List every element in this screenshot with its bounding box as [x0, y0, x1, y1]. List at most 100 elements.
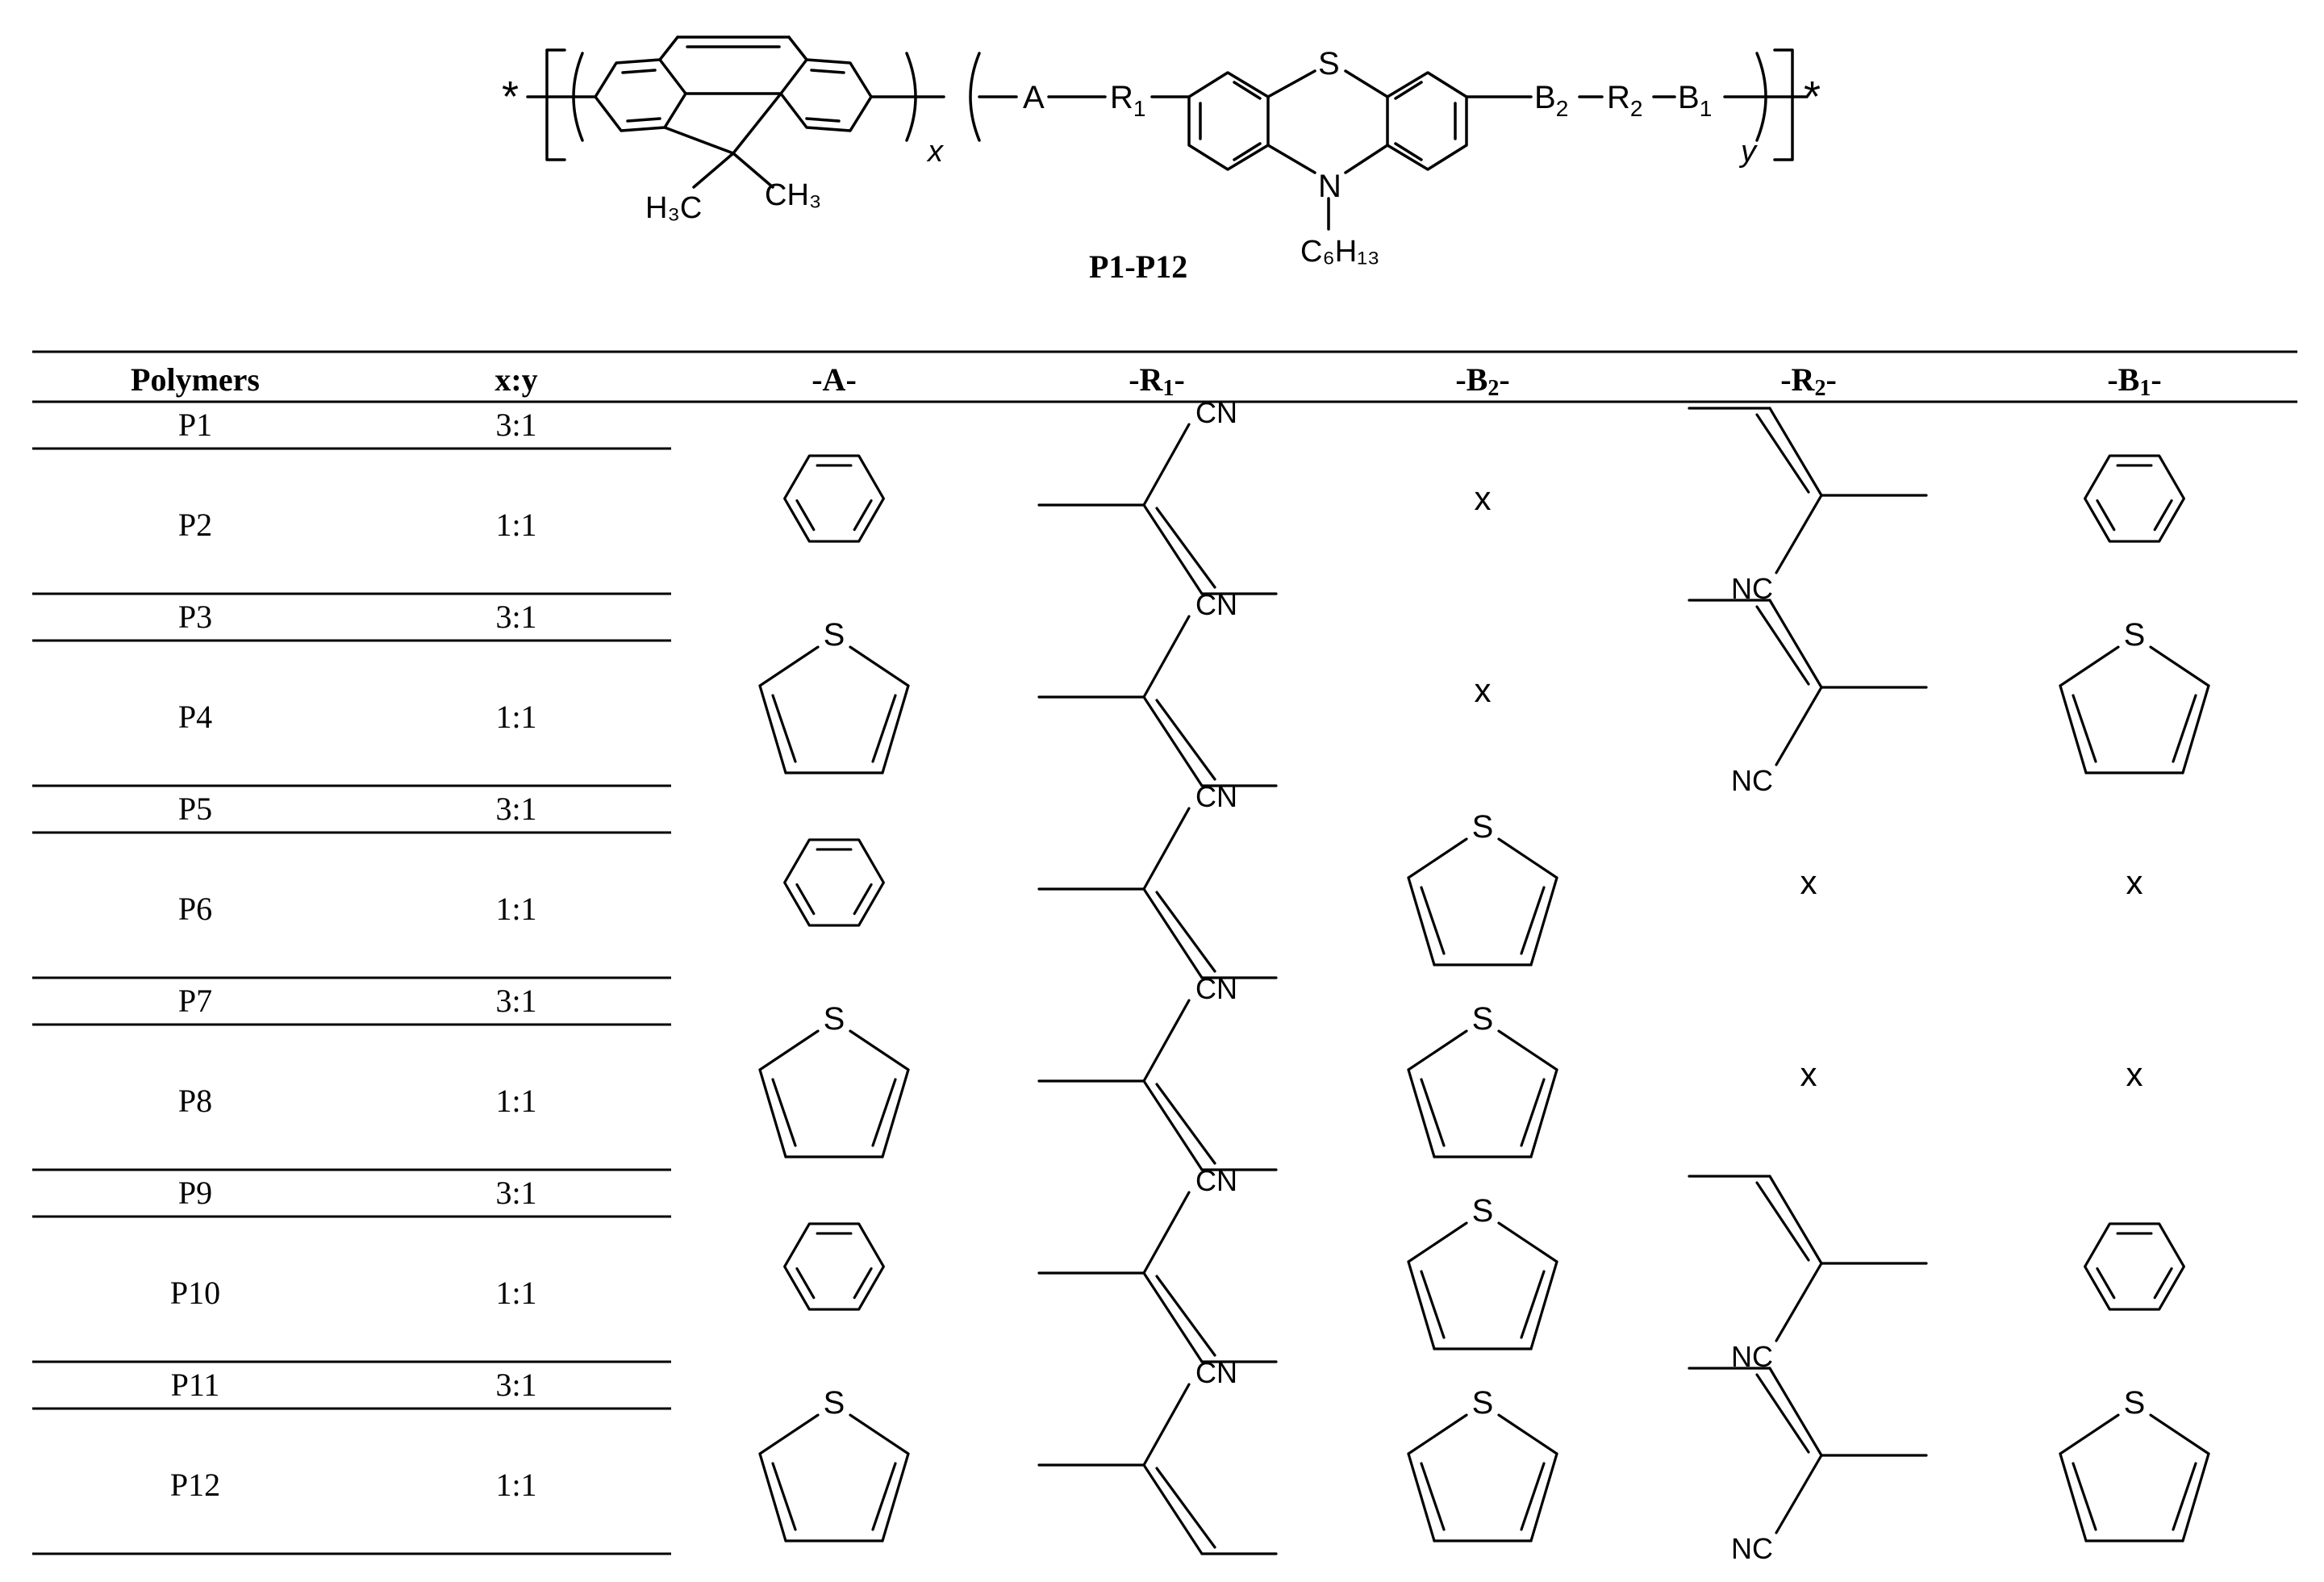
group-3-B2-thiophene-icon: S — [1407, 809, 1558, 966]
header-ratio: x:y — [494, 361, 537, 398]
group-2-R1-cyanovinylene-icon: CN — [1037, 588, 1278, 787]
ratio-P12: 1:1 — [495, 1467, 536, 1503]
label-S-phenothiazine: S — [1318, 46, 1340, 81]
group-4-R1-cyanovinylene-icon-CN-label: CN — [1195, 972, 1237, 1005]
ratio-P10: 1:1 — [495, 1275, 536, 1311]
group-6-B1-thiophene-icon: S — [2059, 1385, 2210, 1542]
polymer-name-P3: P3 — [178, 599, 212, 635]
group-5-R1-cyanovinylene-icon: CN — [1037, 1164, 1278, 1363]
header-R2: -R2- — [1780, 361, 1837, 401]
bracket-left — [545, 48, 566, 161]
group-1-A-benzene-icon — [783, 454, 885, 543]
group-4-B1-none: x — [2126, 1055, 2143, 1093]
methyl-left: H₃C — [645, 191, 702, 225]
group-2-B1-thiophene-icon-S-label: S — [2124, 617, 2146, 653]
polymer-name-P4: P4 — [178, 699, 212, 735]
ratio-P3: 3:1 — [495, 599, 536, 635]
group-2-B1-thiophene-icon: S — [2059, 617, 2210, 774]
group-6-B2-thiophene-icon-S-label: S — [1472, 1385, 1494, 1421]
polymer-name-P9: P9 — [178, 1175, 212, 1211]
polymer-name-P6: P6 — [178, 891, 212, 927]
group-4-B2-thiophene-icon: S — [1407, 1001, 1558, 1158]
star-right: * — [1804, 73, 1821, 121]
group-2-R1-cyanovinylene-icon-CN-label: CN — [1195, 588, 1237, 621]
group-6-B2-thiophene-icon: S — [1407, 1385, 1558, 1542]
group-4-A-thiophene-icon-S-label: S — [824, 1001, 845, 1037]
header-polymers: Polymers — [131, 361, 260, 398]
group-2-R2-cyanovinylene-icon: NC — [1688, 599, 1928, 797]
polymer-name-P5: P5 — [178, 791, 212, 827]
polymer-name-P1: P1 — [178, 407, 212, 443]
group-5-R2-cyanovinylene-icon: NC — [1688, 1175, 1928, 1373]
structure-table: Polymers x:y -A- -R1- -B2- -R2- -B1- P1 3… — [32, 350, 2297, 1565]
polymer-name-P10: P10 — [170, 1275, 220, 1311]
group-6-R2-cyanovinylene-icon-NC-label: NC — [1731, 1532, 1773, 1565]
ratio-P4: 1:1 — [495, 699, 536, 735]
phenothiazine-unit — [1187, 69, 1468, 231]
group-6-R1-cyanovinylene-icon-CN-label: CN — [1195, 1356, 1237, 1389]
ratio-P8: 1:1 — [495, 1083, 536, 1119]
group-1-B1-benzene-icon — [2084, 454, 2185, 543]
group-4-A-thiophene-icon: S — [758, 1001, 910, 1158]
paren-left-x — [572, 52, 584, 142]
table-header: Polymers x:y -A- -R1- -B2- -R2- -B1- — [131, 361, 2162, 401]
group-6-A-thiophene-icon: S — [758, 1385, 910, 1542]
header-R1: -R1- — [1129, 361, 1185, 401]
group-6-B1-thiophene-icon-S-label: S — [2124, 1385, 2146, 1421]
group-3-R2-none: x — [1800, 863, 1817, 901]
paren-left-y — [969, 52, 981, 142]
polymer-name-P7: P7 — [178, 983, 212, 1019]
label-R2: R2 — [1607, 80, 1642, 121]
polymer-name-P2: P2 — [178, 507, 212, 543]
label-N-phenothiazine: N — [1318, 169, 1341, 204]
header-A: -A- — [812, 361, 857, 398]
ratio-P1: 3:1 — [495, 407, 536, 443]
group-1-R1-cyanovinylene-icon: CN — [1037, 396, 1278, 595]
label-A: A — [1023, 80, 1045, 115]
group-6-A-thiophene-icon-S-label: S — [824, 1385, 845, 1421]
fluorene-unit — [594, 35, 873, 189]
group-3-A-benzene-icon — [783, 838, 885, 927]
group-4-R1-cyanovinylene-icon: CN — [1037, 972, 1278, 1171]
group-6-R2-cyanovinylene-icon: NC — [1688, 1367, 1928, 1565]
ratio-P5: 3:1 — [495, 791, 536, 827]
paren-right-x — [905, 52, 917, 142]
methyl-right: CH₃ — [765, 178, 821, 212]
group-2-A-thiophene-icon: S — [758, 617, 910, 774]
group-3-B1-none: x — [2126, 863, 2143, 901]
group-5-B2-thiophene-icon: S — [1407, 1193, 1558, 1350]
subscript-x: x — [926, 135, 945, 169]
group-5-A-benzene-icon — [783, 1222, 885, 1311]
group-2-R2-cyanovinylene-icon-NC-label: NC — [1731, 764, 1773, 797]
subscript-y: y — [1738, 135, 1758, 169]
group-2-B2-none: x — [1475, 671, 1492, 709]
paren-right-y — [1755, 52, 1767, 142]
label-B2: B2 — [1534, 80, 1568, 121]
polymer-name-P11: P11 — [171, 1367, 220, 1403]
ratio-P7: 3:1 — [495, 983, 536, 1019]
group-1-R1-cyanovinylene-icon-CN-label: CN — [1195, 396, 1237, 429]
ratio-P6: 1:1 — [495, 891, 536, 927]
group-3-R1-cyanovinylene-icon: CN — [1037, 780, 1278, 979]
group-5-B2-thiophene-icon-S-label: S — [1472, 1193, 1494, 1229]
scheme-label: P1-P12 — [1089, 248, 1187, 285]
group-4-B2-thiophene-icon-S-label: S — [1472, 1001, 1494, 1037]
ratio-P11: 3:1 — [495, 1367, 536, 1403]
group-6-R1-cyanovinylene-icon: CN — [1037, 1356, 1278, 1555]
group-5-B1-benzene-icon — [2084, 1222, 2185, 1311]
star-left: * — [502, 73, 519, 121]
group-1-R2-cyanovinylene-icon: NC — [1688, 407, 1928, 605]
label-hexyl: C₆H₁₃ — [1300, 235, 1380, 269]
header-B2: -B2- — [1455, 361, 1509, 401]
label-R1: R1 — [1110, 80, 1145, 121]
polymer-name-P12: P12 — [170, 1467, 220, 1503]
general-structure-scheme: * H₃C CH₃ x — [502, 35, 1821, 285]
bracket-right — [1773, 48, 1794, 161]
header-B1: -B1- — [2107, 361, 2161, 401]
group-5-R1-cyanovinylene-icon-CN-label: CN — [1195, 1164, 1237, 1197]
group-4-R2-none: x — [1800, 1055, 1817, 1093]
group-2-A-thiophene-icon-S-label: S — [824, 617, 845, 653]
